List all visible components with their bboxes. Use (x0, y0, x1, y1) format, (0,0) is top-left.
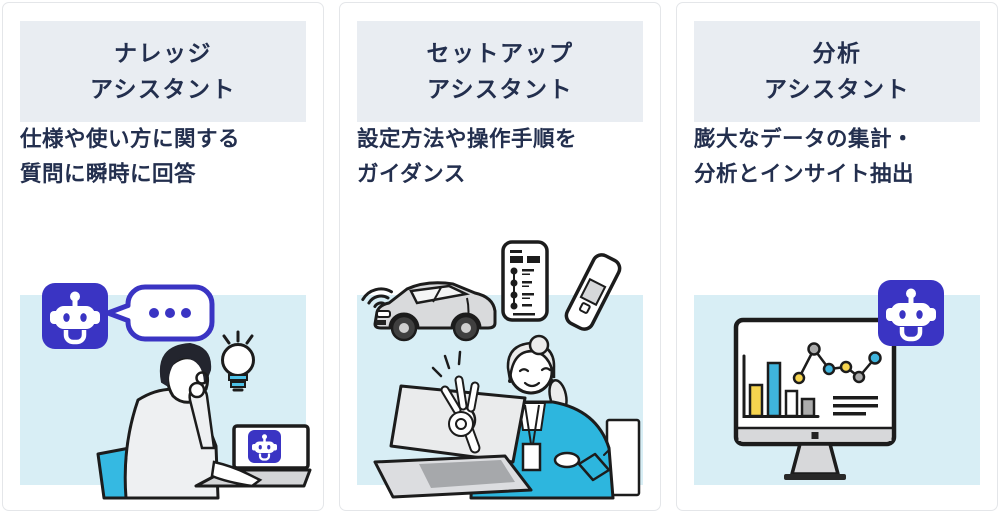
car-wifi-icon (373, 281, 497, 342)
card-description: 設定方法や操作手順を ガイダンス (357, 127, 578, 187)
chat-bubble-icon (105, 284, 215, 342)
card-knowledge-assistant: ナレッジ アシスタント 仕様や使い方に関する 質問に瞬時に回答 (2, 2, 324, 511)
person-thinking-at-laptop (96, 342, 312, 500)
card-illustration (694, 248, 980, 498)
sparkle-accent (431, 350, 462, 378)
knowledge-assistant-illustration (20, 248, 312, 500)
card-illustration (357, 240, 643, 500)
ok-hand (440, 375, 480, 437)
monitor-analytics-icon (733, 317, 897, 480)
robot-assistant-icon (42, 283, 108, 349)
person-ok-sign-at-laptop (373, 334, 641, 500)
robot-assistant-icon (878, 280, 944, 346)
id-card (521, 442, 542, 472)
lightbulb-icon (221, 330, 255, 392)
handheld-device-icon (564, 253, 622, 331)
card-title: ナレッジ アシスタント (20, 21, 306, 123)
card-illustration (20, 248, 312, 500)
robot-on-screen-icon (246, 428, 283, 465)
bar-chart-icon (742, 354, 820, 418)
card-title: 分析 アシスタント (694, 21, 980, 123)
card-analytics-assistant: 分析 アシスタント 膨大なデータの集計・ 分析とインサイト抽出 (676, 2, 998, 511)
card-title: セットアップ アシスタント (357, 21, 643, 123)
setup-assistant-illustration (357, 240, 643, 500)
monitor-stand (790, 442, 840, 476)
card-description: 仕様や使い方に関する 質問に瞬時に回答 (20, 127, 241, 187)
smartphone-checklist-icon (501, 240, 549, 322)
line-chart-icon (792, 342, 882, 385)
card-description: 膨大なデータの集計・ 分析とインサイト抽出 (694, 127, 915, 187)
card-setup-assistant: セットアップ アシスタント 設定方法や操作手順を ガイダンス (339, 2, 661, 511)
analytics-assistant-illustration (694, 248, 980, 485)
monitor-base (784, 474, 846, 480)
text-lines (833, 396, 878, 416)
